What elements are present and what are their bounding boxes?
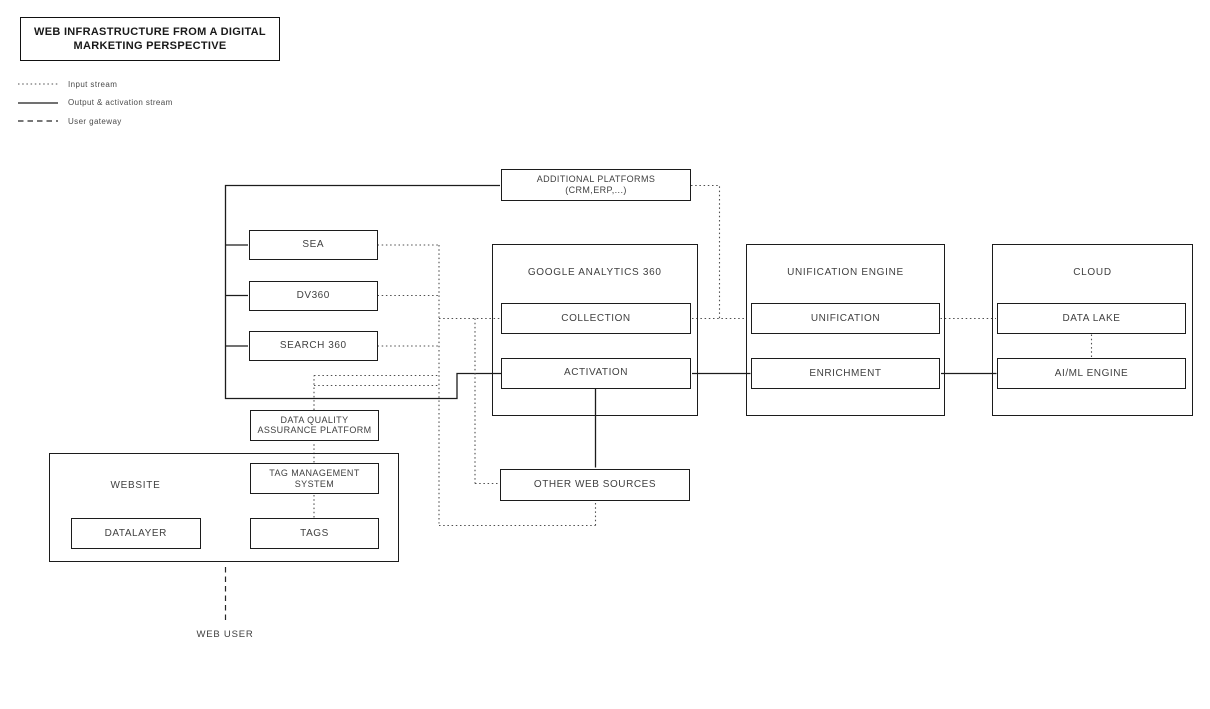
sea-box: SEA: [249, 230, 378, 260]
legend: Input stream Output & activation stream …: [18, 76, 173, 132]
input-stream-line-icon: [18, 83, 58, 85]
connector-additional-platforms-elbow: [691, 184, 721, 319]
dqap-line2: ASSURANCE PLATFORM: [257, 425, 372, 436]
legend-input-label: Input stream: [68, 79, 118, 89]
legend-gateway-label: User gateway: [68, 116, 122, 126]
legend-row-gateway: User gateway: [18, 113, 173, 129]
output-stream-line-icon: [18, 101, 58, 104]
search-360-box: SEARCH 360: [249, 331, 378, 361]
unification-box: UNIFICATION: [751, 303, 940, 334]
tms-line2: SYSTEM: [294, 478, 335, 489]
unification-engine-container: [746, 244, 945, 416]
collection-box: COLLECTION: [501, 303, 691, 334]
datalayer-box: DATALAYER: [71, 518, 201, 549]
title-box: WEB INFRASTRUCTURE FROM A DIGITAL MARKET…: [20, 17, 280, 61]
enrichment-box: ENRICHMENT: [751, 358, 940, 389]
tag-management-system-box: TAG MANAGEMENT SYSTEM: [250, 463, 379, 494]
website-container: [49, 453, 399, 562]
data-lake-box: DATA LAKE: [997, 303, 1186, 334]
dv360-box: DV360: [249, 280, 378, 311]
tags-box: TAGS: [250, 518, 379, 549]
cloud-label: CLOUD: [1073, 266, 1112, 278]
activation-box: ACTIVATION: [501, 357, 691, 389]
title-line1: WEB INFRASTRUCTURE FROM A DIGITAL: [34, 26, 266, 38]
connector-activation-output-trunk: [224, 184, 501, 400]
google-analytics-360-label: GOOGLE ANALYTICS 360: [527, 266, 662, 278]
tms-line1: TAG MANAGEMENT: [269, 468, 360, 478]
legend-row-input: Input stream: [18, 76, 173, 92]
user-gateway-line-icon: [18, 120, 58, 122]
additional-platforms-box: ADDITIONAL PLATFORMS (CRM,ERP,...): [501, 169, 691, 201]
additional-platforms-line1: ADDITIONAL PLATFORMS: [536, 174, 656, 185]
title-line2: MARKETING PERSPECTIVE: [73, 40, 227, 52]
other-web-sources-box: OTHER WEB SOURCES: [500, 468, 690, 501]
dqap-line1: DATA QUALITY: [280, 414, 349, 425]
legend-row-output: Output & activation stream: [18, 95, 173, 111]
unification-engine-label: UNIFICATION ENGINE: [787, 266, 904, 278]
google-analytics-360-container: [491, 244, 698, 416]
web-user-label: WEB USER: [196, 628, 254, 640]
cloud-container: [992, 244, 1193, 416]
ai-ml-engine-box: AI/ML ENGINE: [997, 358, 1186, 389]
data-quality-assurance-platform-box: DATA QUALITY ASSURANCE PLATFORM: [250, 410, 379, 441]
legend-output-label: Output & activation stream: [68, 98, 173, 107]
website-label: WEBSITE: [110, 479, 161, 491]
additional-platforms-line2: (CRM,ERP,...): [565, 184, 627, 195]
